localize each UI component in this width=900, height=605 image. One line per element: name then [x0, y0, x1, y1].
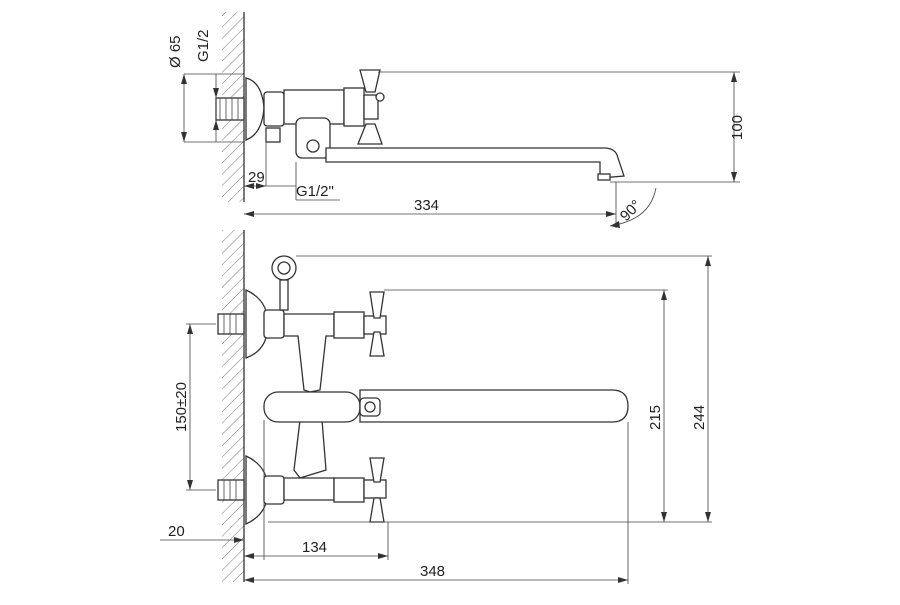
inlet-lower — [217, 479, 245, 501]
handle-top-down — [357, 123, 383, 145]
dim-total-length: 348 — [420, 563, 445, 580]
handle-lower-down — [369, 497, 385, 523]
valve-body-upper — [283, 313, 335, 393]
dim-height-total: 244 — [691, 405, 708, 430]
dim-thread-out: G1/2" — [296, 183, 334, 200]
front-view: 150±20 20 134 348 215 244 — [160, 230, 712, 584]
dim-angle: 90° — [617, 197, 645, 225]
dim-center: 150±20 — [173, 382, 190, 432]
top-view: Ø 65 G1/2 100 29 G1/2" 334 90° — [167, 12, 746, 228]
dim-bottom: 20 — [168, 523, 185, 540]
mixer-center — [263, 391, 361, 423]
dim-height-body: 215 — [647, 405, 664, 430]
dim-thread-in: G1/2 — [195, 29, 212, 62]
dim-spout-length: 334 — [414, 197, 439, 214]
handle-top-up — [359, 69, 381, 93]
dim-height-top: 100 — [729, 115, 746, 140]
inlet-upper — [217, 313, 245, 335]
handle-lower-up — [369, 457, 385, 483]
spout-front — [359, 389, 629, 423]
handle-upper-up — [369, 291, 385, 319]
flange-top — [245, 77, 265, 141]
diverter-top — [295, 117, 331, 159]
wall-hatch-front — [222, 230, 244, 582]
dim-flange-dia: Ø 65 — [167, 35, 184, 68]
dim-inlet: 134 — [302, 539, 327, 556]
handle-upper-down — [369, 331, 385, 357]
dim-offset: 29 — [248, 169, 265, 186]
valve-body-lower — [283, 477, 335, 501]
spout-top — [325, 147, 625, 179]
